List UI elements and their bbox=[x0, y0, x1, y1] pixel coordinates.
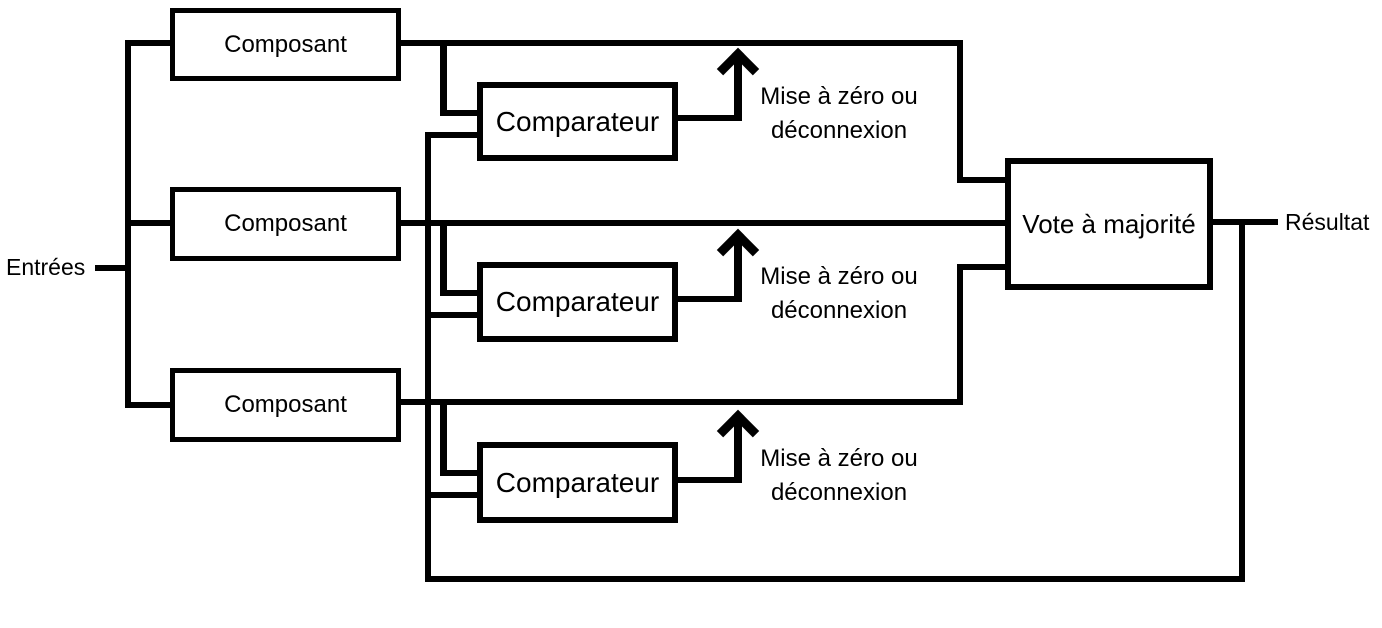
wire-voter-input3 bbox=[957, 264, 1005, 270]
inputs-label: Entrées bbox=[6, 254, 86, 280]
action-line1: Mise à zéro ou bbox=[760, 83, 918, 110]
wire-input-bus bbox=[125, 40, 131, 408]
wire-component1-input bbox=[131, 40, 170, 46]
wire-comparator2-input2 bbox=[425, 312, 477, 318]
wire-comparator2-output bbox=[678, 296, 738, 302]
wire-comparator1-feed bbox=[440, 40, 447, 116]
wire-voter-input1 bbox=[957, 177, 1005, 183]
wire-comparator2-feed bbox=[440, 220, 447, 296]
result-label: Résultat bbox=[1285, 209, 1370, 235]
majority-vote-label: Vote à majorité bbox=[1022, 208, 1196, 239]
wire-component2-input bbox=[131, 220, 170, 226]
action-line1: Mise à zéro ou bbox=[760, 263, 918, 290]
wire-comparator3-input1 bbox=[440, 470, 477, 476]
component-label: Composant bbox=[224, 210, 347, 237]
wire-comparator1-input1 bbox=[440, 110, 477, 116]
wire-component3-output-h bbox=[400, 399, 963, 405]
comparator-box-3: Comparateur bbox=[477, 442, 678, 523]
wire-feedback-left-v bbox=[425, 132, 431, 582]
component-box-2: Composant bbox=[170, 187, 401, 261]
action-line2: déconnexion bbox=[770, 297, 908, 324]
action-line1: Mise à zéro ou bbox=[760, 445, 918, 472]
wire-result bbox=[1213, 219, 1278, 225]
comparator2-action-label: Mise à zéro ou déconnexion bbox=[719, 260, 959, 328]
wire-comparator3-output bbox=[678, 477, 738, 483]
wire-feedback-right-v bbox=[1239, 219, 1245, 582]
comparator3-action-label: Mise à zéro ou déconnexion bbox=[719, 442, 959, 510]
wire-component1-output-h bbox=[400, 40, 963, 46]
wire-comparator3-feed bbox=[440, 399, 447, 476]
action-line2: déconnexion bbox=[770, 117, 908, 144]
comparator-label: Comparateur bbox=[495, 286, 660, 317]
wire-inputs-stub bbox=[95, 265, 131, 271]
wire-component2-output bbox=[400, 220, 1005, 226]
component-label: Composant bbox=[224, 30, 347, 58]
wire-component3-input bbox=[131, 402, 170, 408]
wire-component3-output-v bbox=[957, 264, 963, 405]
majority-vote-box: Vote à majorité bbox=[1005, 158, 1213, 290]
comparator-box-2: Comparateur bbox=[477, 262, 678, 342]
action-line2: déconnexion bbox=[770, 479, 908, 506]
component-box-1: Composant bbox=[170, 8, 401, 81]
comparator-label: Comparateur bbox=[495, 466, 660, 498]
wire-comparator1-arrow-shaft bbox=[734, 58, 742, 121]
wire-component1-output-v bbox=[957, 40, 963, 183]
component-label: Composant bbox=[224, 391, 347, 418]
wire-comparator1-output bbox=[678, 115, 738, 121]
component-box-3: Composant bbox=[170, 368, 401, 442]
wire-comparator2-input1 bbox=[440, 290, 477, 296]
wire-comparator3-input2 bbox=[425, 492, 477, 498]
wire-comparator1-input2 bbox=[425, 132, 477, 138]
comparator-box-1: Comparateur bbox=[477, 82, 678, 161]
wire-feedback-bottom bbox=[425, 576, 1245, 582]
wire-comparator2-arrow-shaft bbox=[734, 239, 742, 302]
wire-comparator3-arrow-shaft bbox=[734, 420, 742, 483]
comparator1-action-label: Mise à zéro ou déconnexion bbox=[719, 80, 959, 148]
comparator-label: Comparateur bbox=[495, 105, 660, 137]
